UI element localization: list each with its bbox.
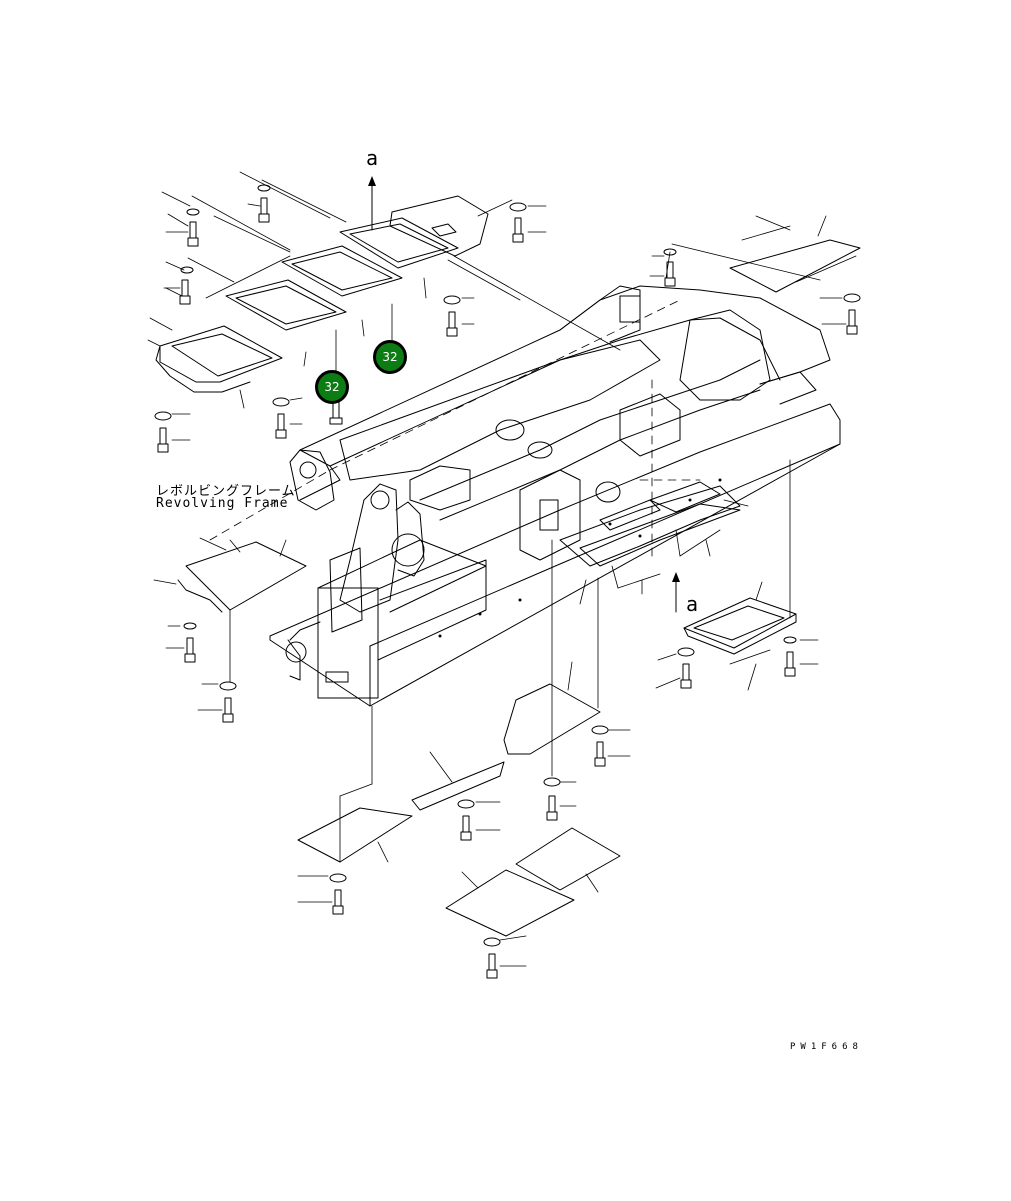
left-floor-cover bbox=[153, 537, 307, 723]
view-arrow-a-top bbox=[368, 176, 376, 231]
drawing-code: PW1F668 bbox=[790, 1042, 863, 1052]
floor-plates-center bbox=[579, 499, 749, 613]
top-cover-plates bbox=[155, 195, 489, 393]
view-label-a-bottom: a bbox=[686, 592, 699, 616]
right-top-cover bbox=[649, 215, 861, 335]
under-covers bbox=[297, 539, 631, 979]
part-callout-32-upper[interactable]: 32 bbox=[373, 340, 407, 374]
view-label-a-top: a bbox=[366, 146, 379, 170]
part-callout-32-lower[interactable]: 32 bbox=[315, 370, 349, 404]
frame-name-english: Revolving Frame bbox=[156, 496, 289, 511]
frame-name-japanese: レボルビングフレーム bbox=[156, 484, 296, 499]
bolts-top-left bbox=[154, 184, 547, 453]
hidden-lines bbox=[209, 299, 701, 561]
right-lower-cover bbox=[655, 459, 819, 691]
revolving-frame bbox=[269, 285, 841, 707]
